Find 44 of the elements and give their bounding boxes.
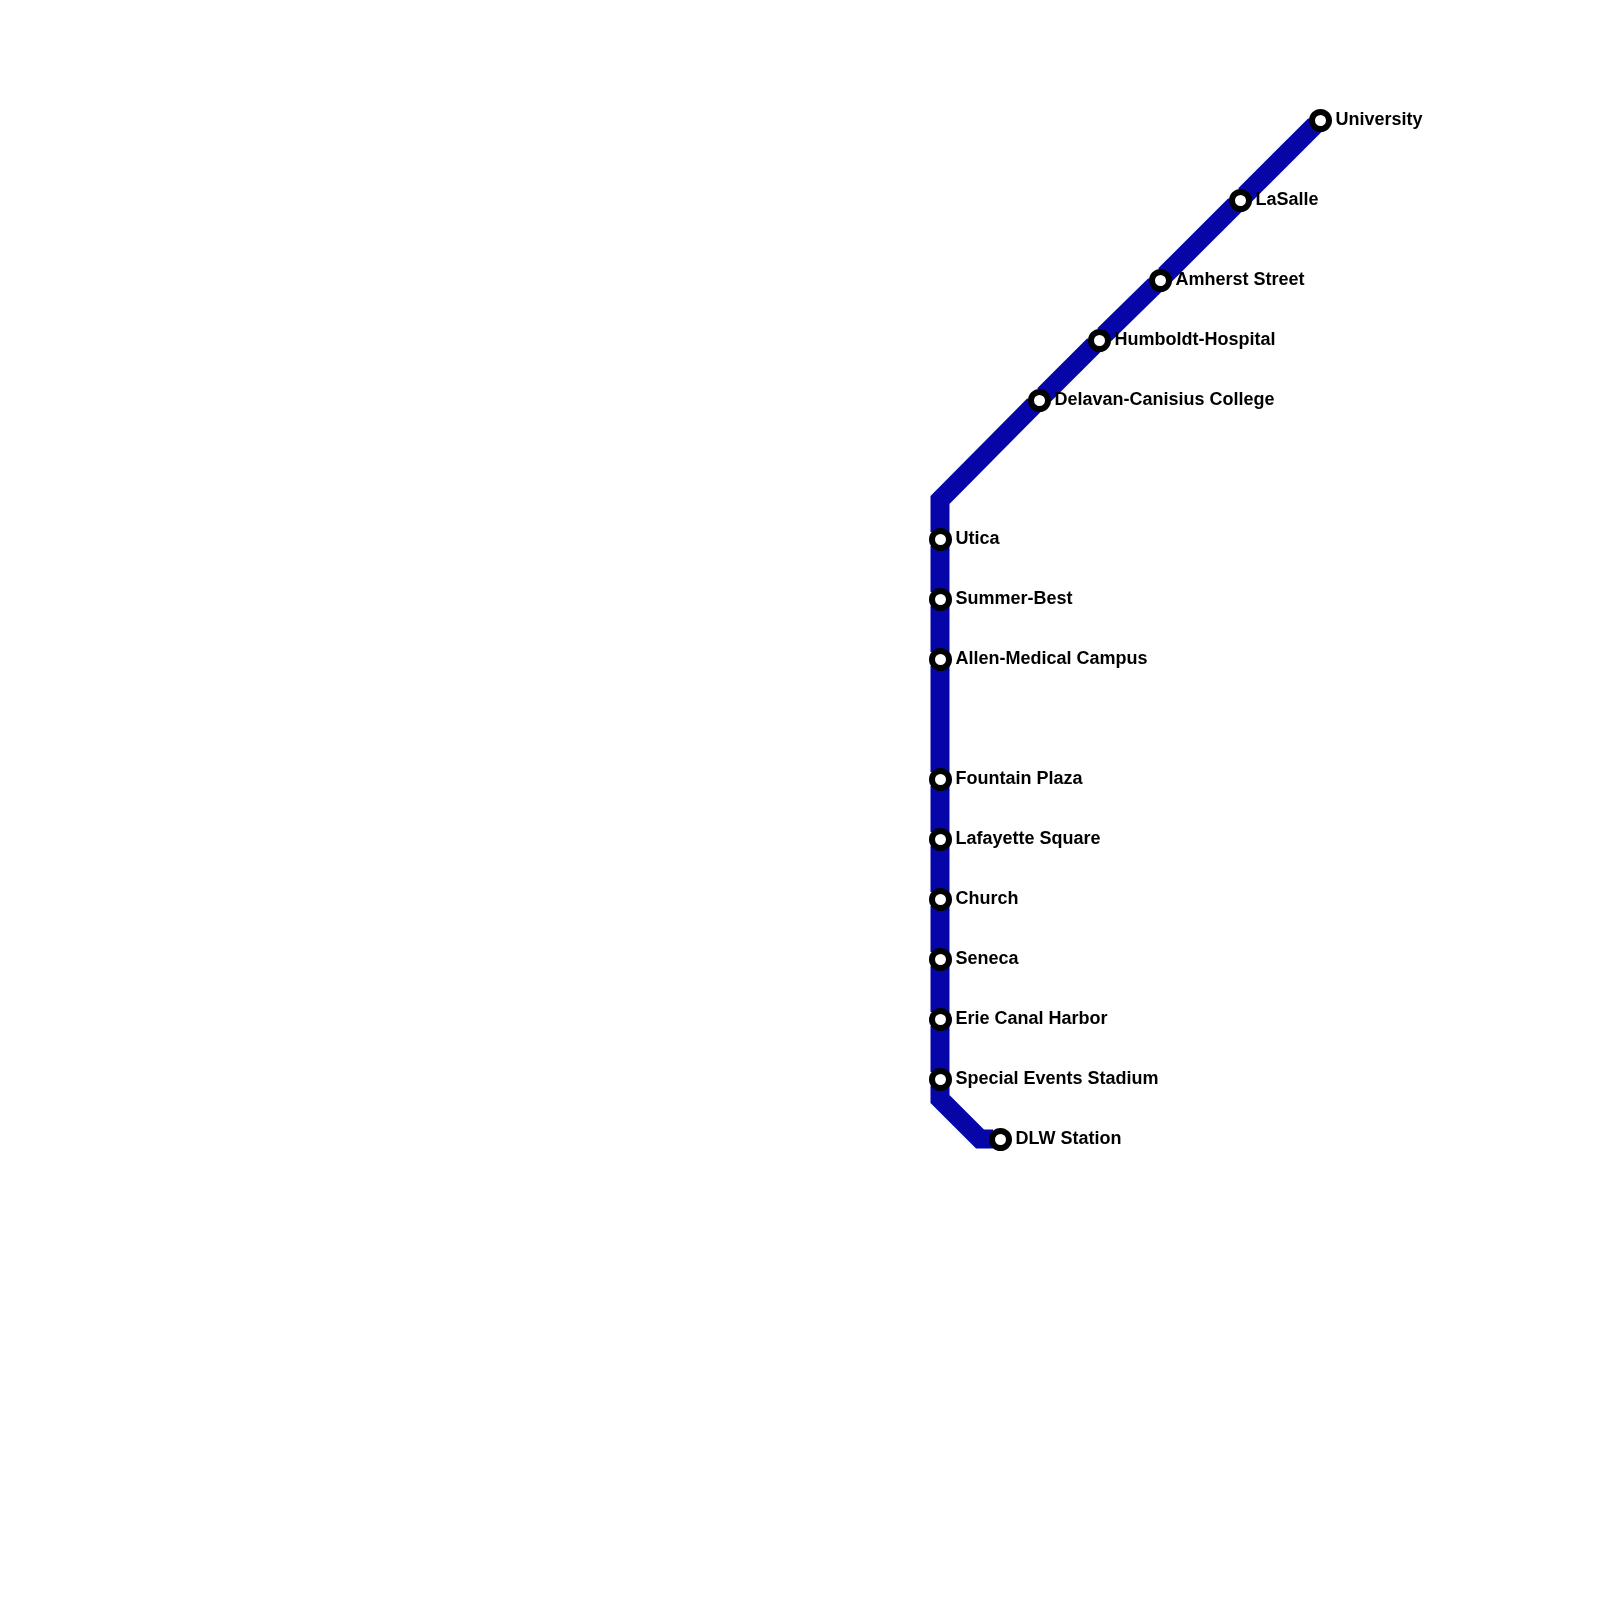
station-label: Lafayette Square [955,828,1101,848]
station-label: DLW Station [1015,1128,1122,1148]
station-marker-icon [928,527,952,551]
route-line [1238,118,1322,202]
station-marker-icon [928,827,952,851]
route-line [930,606,950,652]
station-label: Church [955,888,1019,908]
station-marker-icon [1148,268,1172,292]
station-label: Utica [955,528,1000,548]
route-line [930,398,1041,532]
station-label: University [1335,109,1423,129]
station-label: Special Events Stadium [955,1068,1159,1088]
station-label: LaSalle [1255,189,1319,209]
route-line [930,546,950,592]
route-line [930,1086,993,1149]
station-marker-icon [928,1067,952,1091]
station-marker-icon [928,1007,952,1031]
station-marker-icon [1027,388,1051,412]
route-line [1097,278,1162,342]
station-marker-icon [928,767,952,791]
station-label: Erie Canal Harbor [955,1008,1108,1028]
route-line [930,846,950,892]
route-line [930,666,950,772]
route-line [930,786,950,832]
station-marker-icon [928,947,952,971]
station-label: Summer-Best [955,588,1073,608]
station-marker-icon [1228,188,1252,212]
station-marker-icon [928,587,952,611]
station-marker-icon [928,887,952,911]
route-line [930,966,950,1012]
station-label: Humboldt-Hospital [1114,329,1276,349]
route-line [930,1026,950,1072]
station-marker-icon [988,1127,1012,1151]
station-label: Delavan-Canisius College [1054,389,1275,409]
station-label: Allen-Medical Campus [955,648,1148,668]
station-label: Amherst Street [1175,269,1305,289]
station-marker-icon [928,647,952,671]
route-line [930,906,950,952]
route-line [1037,338,1101,402]
station-marker-icon [1087,328,1111,352]
station-label: Fountain Plaza [955,768,1083,788]
station-label: Seneca [955,948,1019,968]
station-marker-icon [1308,108,1332,132]
route-line [1158,198,1242,282]
